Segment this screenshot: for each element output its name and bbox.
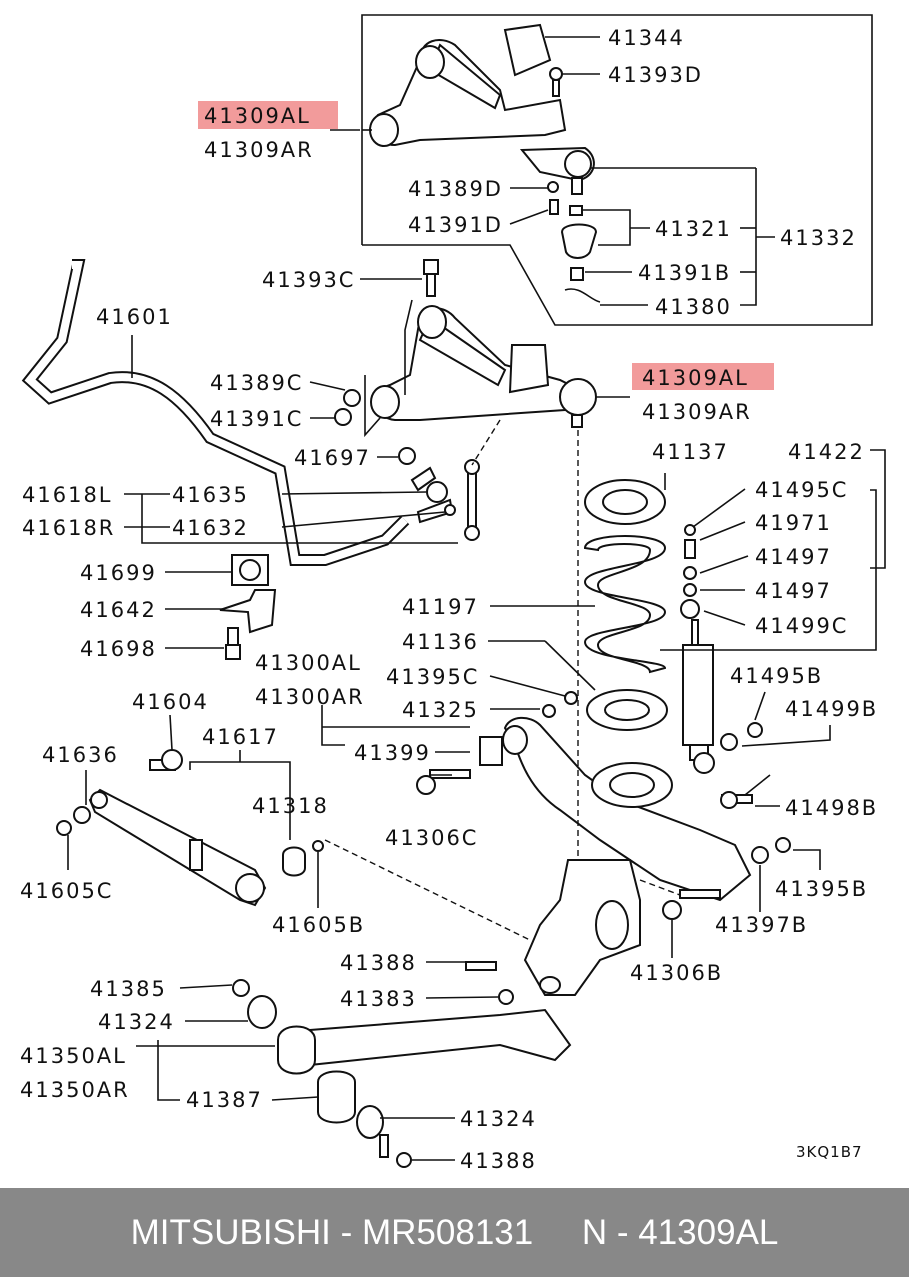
exploded-parts-diagram: 41344 41393D 41309AL 41309AR 41389D 4139…	[20, 14, 886, 1173]
upper-arm-main	[370, 305, 597, 428]
label-41387: 41387	[186, 1088, 263, 1112]
label-41698: 41698	[80, 637, 157, 661]
footer-brand: MITSUBISHI	[130, 1212, 331, 1252]
label-41391D: 41391D	[408, 213, 503, 237]
label-41321: 41321	[655, 217, 732, 241]
label-41635: 41635	[172, 483, 249, 507]
label-41383: 41383	[340, 987, 417, 1011]
label-41393C: 41393C	[262, 268, 355, 292]
label-41309AL-top: 41309AL	[204, 104, 311, 128]
label-41604: 41604	[132, 690, 209, 714]
label-41498B: 41498B	[785, 796, 878, 820]
label-41395B: 41395B	[775, 877, 868, 901]
lateral-rod	[232, 979, 572, 1168]
upper-arm-inset	[369, 23, 567, 147]
trailing-arm	[56, 749, 324, 907]
lower-arm	[479, 691, 752, 902]
footer-separator-2: -	[607, 1212, 639, 1252]
label-41388b: 41388	[460, 1149, 537, 1173]
bolts-lower	[416, 722, 791, 1005]
label-41309AR-top: 41309AR	[204, 138, 314, 162]
label-41137: 41137	[652, 440, 729, 464]
footer-banner: MITSUBISHI - MR508131 N - 41309AL	[0, 1188, 909, 1277]
label-41618R: 41618R	[22, 516, 115, 540]
label-41309AL-mid: 41309AL	[642, 366, 749, 390]
label-41618L: 41618L	[22, 483, 113, 507]
footer-ref: 41309AL	[638, 1212, 779, 1252]
label-41632: 41632	[172, 516, 249, 540]
label-41300AL: 41300AL	[255, 651, 362, 675]
ball-joint-inset	[519, 146, 601, 303]
shock-absorber	[680, 524, 715, 774]
label-41495C: 41495C	[755, 478, 848, 502]
label-41389C: 41389C	[210, 371, 303, 395]
footer-key: N	[581, 1212, 608, 1252]
label-41497a: 41497	[755, 545, 832, 569]
highlight-mid	[632, 363, 774, 390]
label-41350AR: 41350AR	[20, 1078, 130, 1102]
label-41306B: 41306B	[630, 961, 723, 985]
dashed-alignment-lines	[324, 419, 681, 941]
label-41389D: 41389D	[408, 177, 503, 201]
label-41605B: 41605B	[272, 913, 365, 937]
part-labels: 41344 41393D 41309AL 41309AR 41389D 4139…	[20, 26, 878, 1173]
label-41197: 41197	[402, 595, 479, 619]
label-41699: 41699	[80, 561, 157, 585]
label-41385: 41385	[90, 977, 167, 1001]
label-41601: 41601	[96, 305, 173, 329]
inset-frame	[361, 14, 873, 326]
stabilizer-bar	[21, 259, 410, 566]
footer-gap	[533, 1213, 582, 1253]
label-41324a: 41324	[98, 1010, 175, 1034]
label-41325: 41325	[402, 698, 479, 722]
label-41350AL: 41350AL	[20, 1044, 127, 1068]
label-41397B: 41397B	[715, 913, 808, 937]
label-41391C: 41391C	[210, 407, 303, 431]
label-41136: 41136	[402, 630, 479, 654]
label-41399: 41399	[354, 741, 431, 765]
label-41388a: 41388	[340, 951, 417, 975]
label-41380: 41380	[655, 295, 732, 319]
label-41697: 41697	[294, 446, 371, 470]
footer-separator: -	[330, 1212, 362, 1252]
label-41318: 41318	[252, 794, 329, 818]
label-41499B: 41499B	[785, 697, 878, 721]
label-41395C: 41395C	[386, 665, 479, 689]
label-41605C: 41605C	[20, 879, 113, 903]
highlight-top	[198, 101, 338, 129]
label-41309AR-mid: 41309AR	[642, 400, 752, 424]
label-41300AR: 41300AR	[255, 685, 365, 709]
label-41499C: 41499C	[755, 614, 848, 638]
small-hardware	[334, 389, 456, 524]
label-41393D: 41393D	[608, 63, 703, 87]
label-41422: 41422	[788, 440, 865, 464]
bushing-bracket	[219, 554, 277, 660]
label-41495B: 41495B	[730, 664, 823, 688]
diagram-code: 3KQ1B7	[796, 1143, 863, 1161]
coil-spring	[583, 479, 668, 731]
label-41636: 41636	[42, 743, 119, 767]
label-41971: 41971	[755, 511, 832, 535]
footer-part-number: MR508131	[362, 1212, 534, 1252]
bolt-41393C	[423, 259, 439, 297]
label-41324b: 41324	[460, 1107, 537, 1131]
label-41332: 41332	[780, 226, 857, 250]
label-41306C: 41306C	[385, 826, 478, 850]
knuckle	[523, 859, 641, 996]
label-41391B: 41391B	[638, 261, 731, 285]
leader-lines	[67, 36, 886, 1161]
label-41617: 41617	[202, 725, 279, 749]
stabilizer-link	[464, 459, 480, 541]
label-41344: 41344	[608, 26, 685, 50]
label-41642: 41642	[80, 598, 157, 622]
bolt-41393D-inset	[549, 67, 563, 97]
label-41497b: 41497	[755, 579, 832, 603]
